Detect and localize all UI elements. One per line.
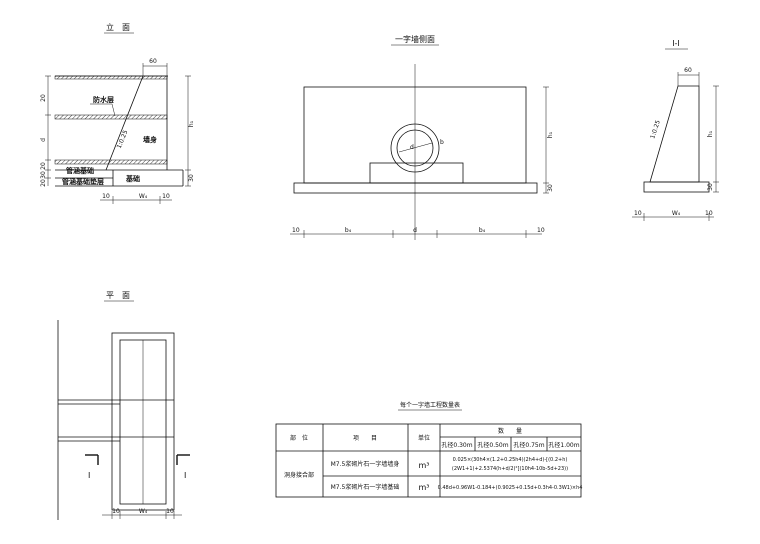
- label-foundation: 基础: [125, 174, 140, 183]
- table-header-unit: 单位: [418, 434, 430, 442]
- elevation-dim-w: W₄: [139, 193, 148, 200]
- plan-title: 平 面: [106, 291, 130, 300]
- elevation-dim-h: h₁: [188, 120, 195, 127]
- elevation-dim-left-30: 30: [40, 171, 47, 179]
- plan-foundation: [111, 332, 175, 511]
- section-title: I-I: [672, 39, 680, 48]
- table-subheader-3: 孔径0.75m: [513, 441, 544, 449]
- side-dim-bb: b₄: [479, 227, 486, 234]
- side-dim-10a: 10: [292, 227, 300, 234]
- table-header-qty: 数 量: [498, 427, 522, 435]
- pipe-base-band: [54, 159, 168, 165]
- table-row-2-formula-1: 0.48d+0.96W1-0.184+(0.9025+0.15d+0.3h4-0…: [438, 485, 583, 491]
- table-header-part: 部 位: [290, 434, 308, 442]
- label-waterproof: 防水层: [93, 95, 114, 104]
- table-row-1-formula-1: 0.025×(30h4×(1.2+0.25h4)(2h4+d)-[(0.2+h): [453, 457, 568, 463]
- table-row-1-item: M7.5浆砌片石一字墙墙身: [331, 460, 400, 468]
- pipe-inner-circle: [396, 129, 434, 167]
- table-row-2-item: M7.5浆砌片石一字墙基础: [331, 483, 400, 491]
- table-row-1-unit: m³: [419, 461, 430, 470]
- elevation-dim-left-20b: 20: [40, 162, 47, 170]
- table-subheader-2: 孔径0.50m: [477, 441, 508, 449]
- label-pipe-base-cushion: 管涵基础垫层: [62, 177, 104, 186]
- plan-dim-10a: 10: [112, 508, 120, 515]
- waterproof-layer-band: [54, 114, 168, 120]
- section-dim-top: 60: [684, 67, 692, 74]
- elevation-view: 立 面 20 d 20 30 20 h₁ 3: [40, 22, 195, 204]
- elevation-dim-left-20a: 20: [40, 94, 47, 102]
- elevation-title: 立 面: [106, 22, 130, 32]
- side-dim-h: h₁: [547, 131, 554, 138]
- side-dim-d: d: [410, 144, 414, 151]
- elevation-slope: 1:0.25: [116, 129, 130, 150]
- section-slope: 1:0.25: [649, 119, 662, 140]
- section-dim-w: W₄: [672, 210, 681, 217]
- elevation-dim-top: 60: [149, 58, 157, 65]
- plan-dim-10b: 10: [166, 508, 174, 515]
- section-foundation: [643, 181, 710, 193]
- side-title: 一字墙侧面: [395, 34, 435, 44]
- table-subheader-4: 孔径1.00m: [548, 441, 579, 449]
- table-header-item: 项 目: [353, 435, 377, 442]
- quantity-table: 每个一字墙工程数量表 部 位 项 目 单位 数 量 孔径0.30m 孔径0.50…: [275, 401, 583, 498]
- elevation-dim-10b: 10: [162, 193, 170, 200]
- plan-cut-left: I: [88, 471, 90, 480]
- side-foundation: [293, 182, 538, 194]
- table-row-1-formula-2: (2W1+1)+2.5374(h+d/2)²](10h4-10b-5d+23)): [452, 466, 568, 472]
- plan-dim-w: W₄: [139, 508, 148, 515]
- pipe-outer-circle: [390, 123, 440, 173]
- plan-cut-right: I: [184, 471, 186, 480]
- section-view: I-I 60 1:0.25 h₁ 30 10 W₄ 10: [632, 39, 719, 221]
- table-part-value: 洞身接合部: [284, 471, 314, 479]
- side-dim-30: 30: [547, 184, 554, 192]
- section-dim-10b: 10: [705, 210, 713, 217]
- side-dim-bd: d: [413, 227, 417, 234]
- plan-view: 平 面 I I 10 W₄ 10: [57, 291, 190, 520]
- section-dim-h: h₁: [707, 130, 714, 137]
- side-view: 一字墙侧面 d b h₁ 30 10 b₄ d b₄ 10: [290, 34, 554, 240]
- side-dim-b: b: [440, 139, 444, 146]
- label-wall: 墙身: [143, 135, 157, 144]
- label-pipe-base: 管涵基础: [66, 166, 94, 175]
- elevation-dim-left-20c: 20: [40, 179, 47, 187]
- elevation-dim-10a: 10: [102, 193, 110, 200]
- elevation-dim-30: 30: [188, 174, 195, 182]
- table-row-2-unit: m³: [419, 483, 430, 492]
- section-dim-10a: 10: [634, 210, 642, 217]
- side-cradle: [369, 162, 464, 184]
- table-title: 每个一字墙工程数量表: [400, 401, 460, 409]
- top-band: [54, 75, 168, 80]
- side-dim-10b: 10: [537, 227, 545, 234]
- side-dim-ba: b₄: [345, 227, 352, 234]
- section-dim-30: 30: [707, 183, 714, 191]
- elevation-dim-left-d: d: [40, 138, 47, 142]
- table-subheader-1: 孔径0.30m: [441, 441, 472, 449]
